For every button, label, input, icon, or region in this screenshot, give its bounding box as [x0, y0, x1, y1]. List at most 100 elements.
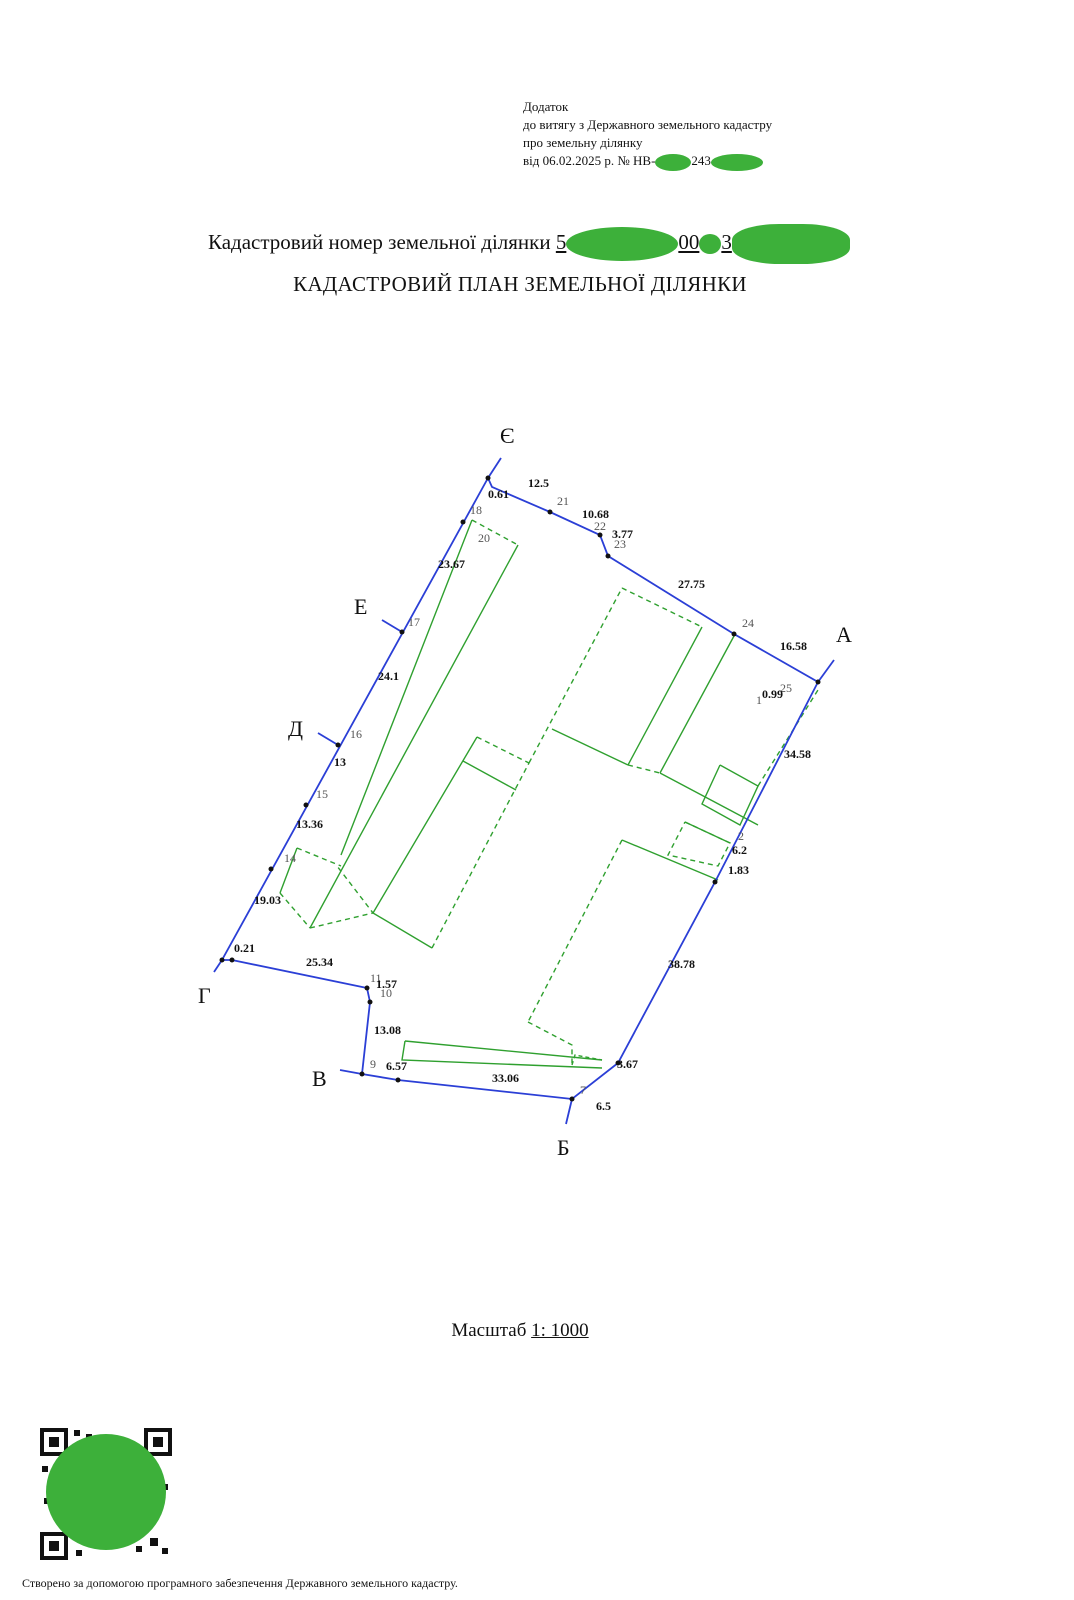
- building-c-small: [701, 764, 759, 826]
- corner-letters: Є А Б В Г Д Е: [198, 423, 852, 1160]
- building-a-line: [462, 760, 517, 791]
- strip-solid-left: [340, 519, 473, 856]
- vertex-point: [395, 1077, 401, 1083]
- vertex-point: [364, 985, 370, 991]
- annex-line-4: від 06.02.2025 р. № НВ- 243: [523, 152, 772, 171]
- point-number: 22: [594, 519, 606, 533]
- corner-block-top: [296, 847, 342, 867]
- segment-length: 3.67: [617, 1057, 638, 1071]
- point-number: 15: [316, 787, 328, 801]
- strip-dashed-bottom: [309, 865, 375, 929]
- vertex-point: [815, 679, 821, 685]
- annex-line-2: до витягу з Державного земельного кадаст…: [523, 117, 773, 132]
- cadastral-number-tail: 3: [721, 229, 732, 254]
- segment-lengths: 12.5 0.61 10.68 3.77 27.75 16.58 0.99 34…: [234, 476, 811, 1113]
- vertex-point: [597, 532, 603, 538]
- plan-title: КАДАСТРОВИЙ ПЛАН ЗЕМЕЛЬНОЇ ДІЛЯНКИ: [293, 272, 747, 296]
- redaction-mark: [731, 224, 850, 264]
- vertex-point: [367, 999, 373, 1005]
- segment-length: 1.83: [728, 863, 749, 877]
- building-b-right: [627, 626, 703, 766]
- vertex-point: [268, 866, 274, 872]
- tick-Є: [487, 457, 502, 479]
- vertex-point: [359, 1071, 365, 1077]
- vertex-point: [460, 519, 466, 525]
- segment-length: 12.5: [528, 476, 549, 490]
- vertex-point: [615, 1060, 621, 1066]
- inner-structures: [279, 519, 819, 1069]
- bottom-strip: [401, 1040, 603, 1069]
- building-e-bottom: [527, 1021, 573, 1065]
- building-b-cross: [551, 728, 629, 766]
- cadastral-number-start: 5: [555, 229, 567, 254]
- corner-letter: Д: [288, 716, 303, 741]
- corner-letter: Б: [557, 1135, 570, 1160]
- point-number: 23: [614, 537, 626, 551]
- building-c-dashed: [757, 689, 819, 787]
- corner-letter: Г: [198, 983, 211, 1008]
- point-number: 21: [557, 494, 569, 508]
- segment-length: 27.75: [678, 577, 705, 591]
- point-number: 18: [470, 503, 482, 517]
- segment-length: 3.77: [612, 527, 633, 541]
- building-a-top: [476, 736, 530, 764]
- cadastral-number-middle: 00: [678, 229, 700, 254]
- vertex-points: [219, 475, 821, 1102]
- corner-letter: Е: [354, 594, 367, 619]
- segment-length: 16.58: [780, 639, 807, 653]
- segment-length: 24.1: [378, 669, 399, 683]
- redaction-mark: [699, 234, 722, 254]
- redaction-mark: [710, 153, 763, 171]
- segment-length: 0.61: [488, 487, 509, 501]
- tick-Е: [381, 619, 403, 633]
- point-number: 17: [408, 615, 420, 629]
- point-number: 10: [380, 986, 392, 1000]
- segment-length: 13.36: [296, 817, 323, 831]
- annex-line-3: про земельну ділянку: [523, 135, 643, 150]
- segment-length: 13.08: [374, 1023, 401, 1037]
- segment-length: 10.68: [582, 507, 609, 521]
- tick-Д: [317, 732, 339, 746]
- annex-extract-visible: 243: [691, 153, 711, 168]
- annex-extract-prefix: від 06.02.2025 р. № НВ-: [523, 153, 656, 168]
- building-c-bottom: [659, 772, 759, 826]
- point-number: 25: [780, 681, 792, 695]
- point-number: 11: [370, 971, 382, 985]
- cadastral-plan-drawing: Є А Б В Г Д Е 18 20 21 22 23 24 25 1 2 1…: [198, 423, 852, 1160]
- segment-length: 6.5: [596, 1099, 611, 1113]
- vertex-point: [303, 802, 309, 808]
- building-d-box: [666, 821, 731, 867]
- segment-length: 6.57: [386, 1059, 407, 1073]
- vertex-point: [712, 879, 718, 885]
- vertex-point: [547, 509, 553, 515]
- tick-А: [817, 659, 835, 683]
- point-numbers: 18 20 21 22 23 24 25 1 2 17 16 15 14 11 …: [284, 494, 792, 1097]
- corner-block-solid: [279, 847, 298, 894]
- segment-length: 38.78: [668, 957, 695, 971]
- building-a-dashed: [431, 762, 530, 949]
- segment-length: 25.34: [306, 955, 333, 969]
- corner-letter: Є: [500, 423, 515, 448]
- strip-solid-right: [309, 544, 519, 929]
- segment-length: 0.21: [234, 941, 255, 955]
- vertex-point: [399, 629, 405, 635]
- point-number: 14: [284, 851, 296, 865]
- point-number: 16: [350, 727, 362, 741]
- footer-note: Створено за допомогою програмного забезп…: [22, 1576, 458, 1590]
- dashed-diagonal-main: [528, 587, 623, 764]
- vertex-point: [335, 742, 341, 748]
- redaction-mark: [655, 153, 692, 171]
- corner-block-dashed: [279, 892, 311, 929]
- segment-length: 0.99: [762, 687, 783, 701]
- point-number: 7: [580, 1083, 586, 1097]
- vertex-point: [731, 631, 737, 637]
- qr-code-icon: [40, 1428, 172, 1560]
- point-number: 2: [738, 829, 744, 843]
- building-b-bottom: [627, 764, 661, 774]
- vertex-point: [219, 957, 225, 963]
- building-e-top: [621, 839, 719, 881]
- building-e-dashed: [527, 839, 623, 1023]
- qr-redaction: [46, 1434, 166, 1550]
- segment-length: 6.2: [732, 843, 747, 857]
- cadastral-number: 5 00 3: [555, 224, 850, 264]
